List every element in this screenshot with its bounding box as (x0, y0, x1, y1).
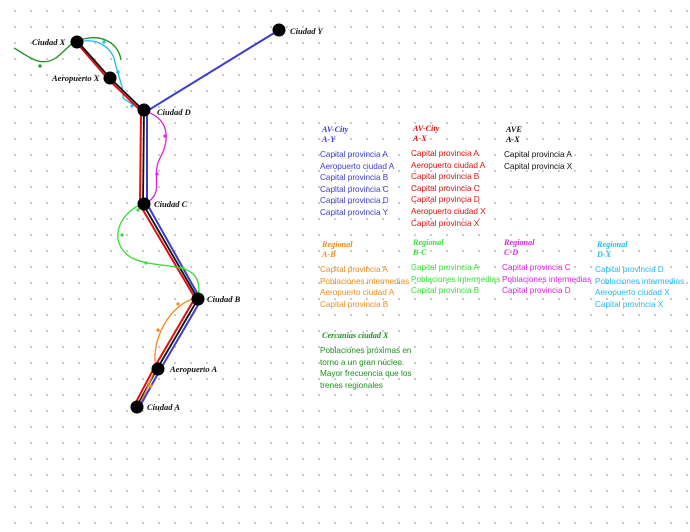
stop-dot (149, 384, 153, 388)
legend-item: Capital provincia D (502, 286, 571, 296)
legend-item: Poblaciones intermedias (320, 276, 410, 286)
av-city-a-y-line (139, 29, 280, 407)
legend-title: Cercanias ciudad X (322, 331, 389, 340)
legend-subtitle: C-D (504, 248, 519, 257)
legend-title: AV-City (413, 124, 440, 133)
legend-regional-a-b: Regional A-B Capital provincia A Poblaci… (320, 240, 409, 310)
legend-item: Capital provincia A (320, 265, 388, 274)
legend-subtitle: A-Y (322, 135, 336, 144)
label-ciudad-d: Ciudad D (157, 107, 191, 117)
legend-item: Capital provincia B (411, 286, 480, 296)
ave-a-x-line (77, 41, 200, 407)
legend-regional-d-x: Regional D-X Capital provincia D Poblaci… (595, 240, 684, 310)
legend-description: Poblaciones próximas en torno a un gran … (320, 346, 412, 367)
legend-item: Capital provincia X (595, 299, 664, 309)
legend-item: Capital provincia X (411, 218, 480, 228)
label-ciudad-x: Ciudad X (32, 37, 66, 47)
station-ciudad-y (272, 23, 286, 37)
regional-b-c-line (117, 202, 200, 299)
legend-item: Capital provincia D (320, 196, 389, 206)
stop-dot (155, 172, 159, 176)
station-ciudad-c (137, 197, 151, 211)
cercanias-x-line (13, 37, 122, 63)
stop-dot (181, 266, 185, 270)
legend-subtitle: B-C (413, 248, 427, 257)
legend-regional-b-c: Regional B-C Capital provincia A Poblaci… (411, 238, 500, 297)
legend-item: Capital provincia Y (320, 207, 389, 217)
legend-item: Capital provincia A (411, 263, 479, 272)
stop-dot (144, 261, 148, 265)
legend-ave-a-x: AVE A-X Capital provincia A Capital prov… (504, 125, 572, 172)
legend-cercanias-x: Cercanias ciudad X Poblaciones próximas … (320, 331, 422, 391)
stop-dot (176, 302, 180, 306)
stop-dot (130, 104, 134, 108)
legend-title: AVE (506, 125, 522, 134)
legend-description: Mayor frecuencia que los trenes regional… (320, 369, 412, 390)
legend-item: Poblaciones intermedias (595, 276, 685, 286)
legend-item: Capital provincia C (320, 184, 389, 194)
legend-regional-c-d: Regional C-D Capital provincia C Poblaci… (502, 238, 591, 297)
stop-dot (102, 40, 106, 44)
legend-title: Regional (413, 238, 444, 247)
regional-c-d-line (143, 110, 167, 205)
legend-item: Capital provincia B (411, 172, 480, 182)
legend-title: Regional (322, 240, 353, 249)
station-aeropuerto-a (151, 362, 165, 376)
legend-item: Capital provincia A (320, 150, 388, 159)
legend-title: AV-City (322, 125, 349, 134)
label-ciudad-a: Ciudad A (147, 402, 180, 412)
legend-item: Capital provincia B (320, 173, 389, 183)
stop-dot (163, 134, 167, 138)
legend-item: Capital provincia D (411, 195, 480, 205)
station-ciudad-d (137, 103, 151, 117)
legend-av-city-a-x: AV-City A-X Capital provincia A Aeropuer… (411, 124, 486, 229)
legend-item: Aeropuerto ciudad X (411, 206, 486, 216)
station-ciudad-x (70, 35, 84, 49)
legend-item: Capital provincia B (320, 299, 389, 309)
legend-av-city-a-y: AV-City A-Y Capital provincia A Aeropuer… (320, 125, 394, 219)
stop-dot (156, 328, 160, 332)
legend-item: Aeropuerto ciudad A (320, 161, 395, 171)
label-ciudad-c: Ciudad C (154, 199, 188, 209)
station-ciudad-a (130, 400, 144, 414)
stop-dot (120, 233, 124, 237)
station-aeropuerto-x (103, 71, 117, 85)
legend-subtitle: A-X (413, 134, 427, 143)
stop-dot (136, 208, 140, 212)
legend-item: Aeropuerto ciudad A (411, 160, 486, 170)
station-ciudad-b (191, 292, 205, 306)
legend-title: Regional (597, 240, 628, 249)
stop-dot (38, 64, 42, 68)
legend-item: Aeropuerto ciudad X (595, 288, 670, 298)
legend-item: Capital provincia C (502, 263, 571, 272)
legend-item: Poblaciones intermedias (502, 274, 592, 284)
legend-item: Capital provincia A (504, 150, 572, 159)
legend-title: Regional (504, 238, 535, 247)
legend-item: Capital provincia C (411, 183, 480, 193)
legend-subtitle: A-X (506, 135, 520, 144)
label-aeropuerto-x: Aeropuerto X (51, 73, 100, 83)
legend-item: Aeropuerto ciudad A (320, 288, 395, 298)
label-aeropuerto-a: Aeropuerto A (169, 364, 217, 374)
legend-item: Capital provincia D (595, 265, 664, 274)
av-city-a-x-line (75, 41, 197, 407)
label-ciudad-b: Ciudad B (207, 294, 241, 304)
legend-item: Poblaciones intermedias (411, 274, 501, 284)
stop-dot (116, 70, 120, 74)
legend-item: Capital provincia A (411, 149, 479, 158)
label-ciudad-y: Ciudad Y (290, 26, 323, 36)
legend-subtitle: A-B (322, 250, 336, 259)
legend-item: Capital provincia X (504, 161, 573, 171)
legend-subtitle: D-X (597, 250, 612, 259)
